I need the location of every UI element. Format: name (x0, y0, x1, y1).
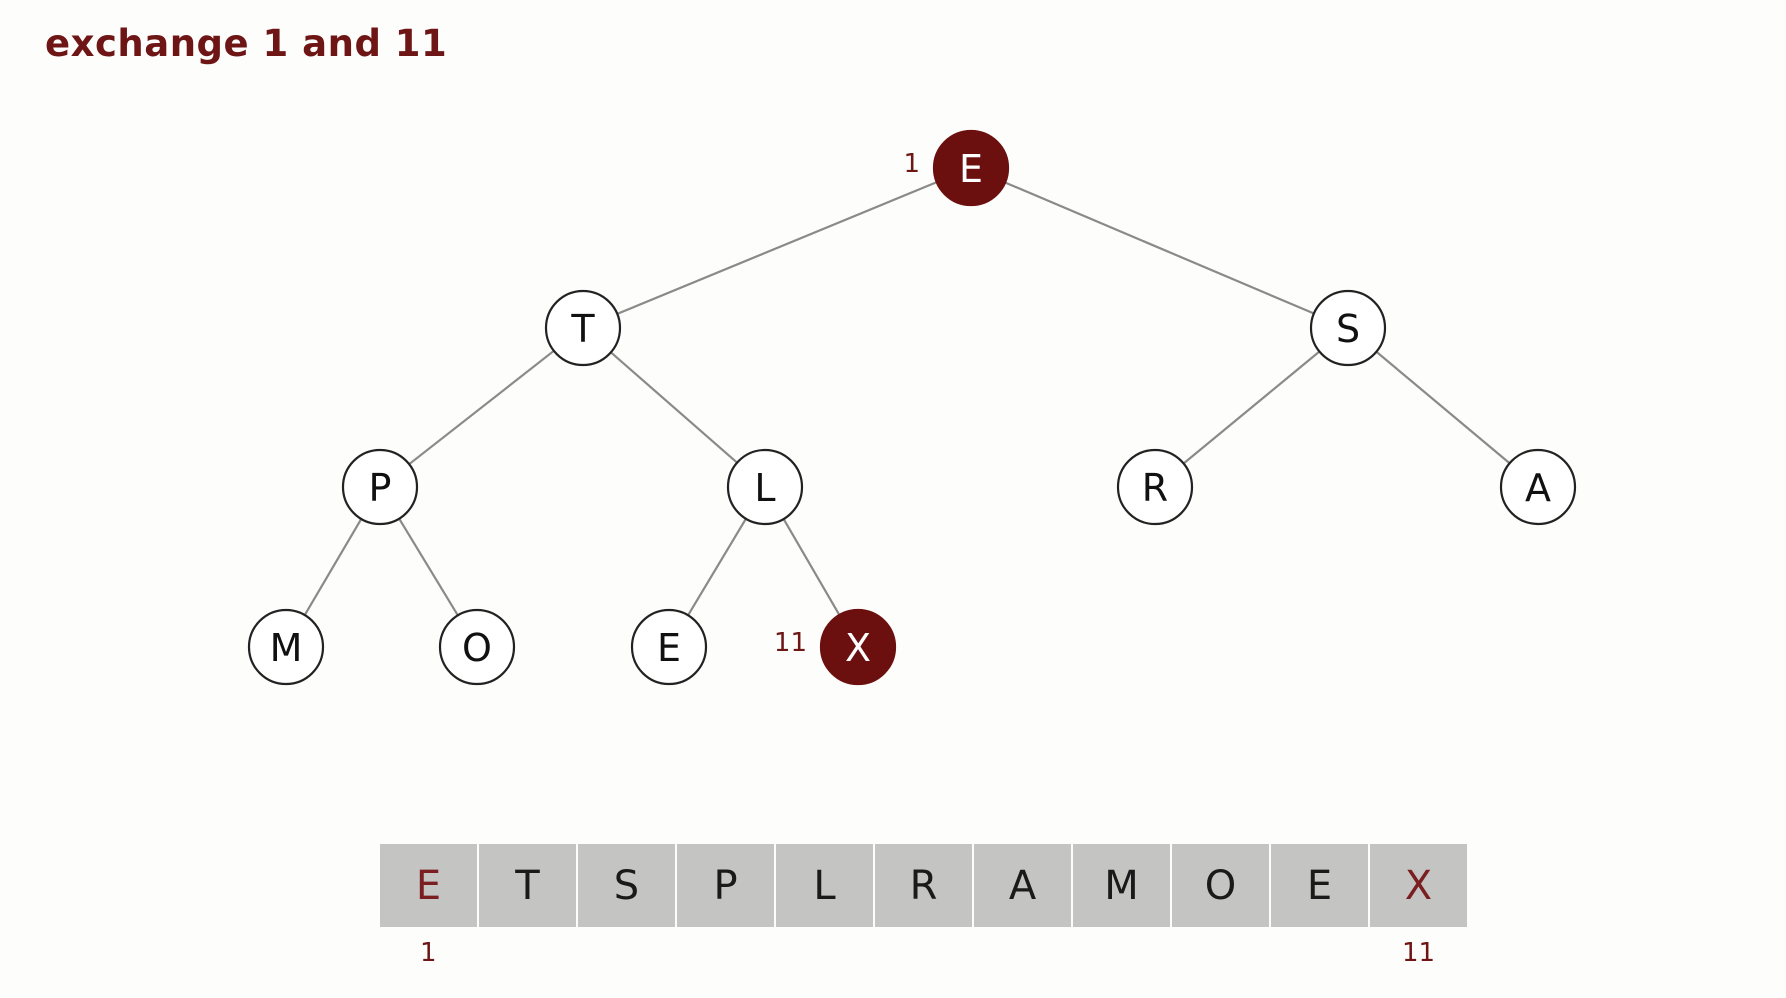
tree-node: L (726, 448, 804, 526)
tree-node: X (819, 608, 897, 686)
tree-node-label: L (754, 466, 775, 510)
array-cell: T (479, 844, 576, 927)
tree-edges (303, 181, 1511, 616)
tree-node-label: A (1525, 466, 1551, 510)
tree-index-label: 1 (903, 149, 920, 179)
tree-node-circle (247, 608, 325, 686)
tree-node-circle (1499, 448, 1577, 526)
tree-edge (616, 181, 938, 315)
tree-node-label: S (1336, 307, 1360, 351)
tree-edge (610, 351, 738, 464)
array-cell: M (1073, 844, 1170, 927)
tree-node: P (341, 448, 419, 526)
array-index-label: 1 (420, 938, 437, 968)
tree-edge (303, 518, 363, 616)
tree-edge (1182, 350, 1321, 465)
array-cell: S (578, 844, 675, 927)
tree-index-labels: 111 (774, 149, 920, 658)
tree-node: E (932, 129, 1010, 207)
array-cell: E (1271, 844, 1368, 927)
tree-node-label: E (959, 147, 983, 191)
array-cell: O (1172, 844, 1269, 927)
tree-node-circle (819, 608, 897, 686)
tree-node-circle (932, 129, 1010, 207)
tree-node-circle (726, 448, 804, 526)
array-cell: L (776, 844, 873, 927)
tree-node: E (630, 608, 708, 686)
array-cell: P (677, 844, 774, 927)
array-cell: R (875, 844, 972, 927)
tree-node: A (1499, 448, 1577, 526)
tree-node-label: X (845, 626, 871, 670)
tree-node-circle (438, 608, 516, 686)
tree-node: M (247, 608, 325, 686)
array-index-label: 11 (1402, 938, 1436, 968)
tree-node-circle (1309, 289, 1387, 367)
tree-node-circle (544, 289, 622, 367)
tree-node: T (544, 289, 622, 367)
tree-edge (398, 518, 459, 616)
tree-index-label: 11 (774, 628, 807, 658)
tree-node-label: R (1142, 466, 1168, 510)
tree-nodes: E T S P L R A M O E X (247, 129, 1577, 686)
tree-node: R (1116, 448, 1194, 526)
tree-node-circle (630, 608, 708, 686)
tree-node-circle (1116, 448, 1194, 526)
tree-node-label: P (369, 466, 392, 510)
tree-edge (1004, 181, 1315, 315)
tree-node-label: O (462, 626, 492, 670)
tree-edge (687, 518, 747, 616)
tree-node: O (438, 608, 516, 686)
tree-node-label: E (657, 626, 681, 670)
tree-node: S (1309, 289, 1387, 367)
tree-edge (782, 518, 841, 616)
array-cell: A (974, 844, 1071, 927)
array-cell: X (1370, 844, 1467, 927)
array-cell: E (380, 844, 477, 927)
tree-node-circle (341, 448, 419, 526)
tree-node-label: M (270, 626, 303, 670)
tree-node-label: T (570, 307, 595, 351)
page-title: exchange 1 and 11 (45, 22, 448, 65)
tree-edge (1375, 350, 1511, 465)
tree-edge (408, 349, 555, 466)
